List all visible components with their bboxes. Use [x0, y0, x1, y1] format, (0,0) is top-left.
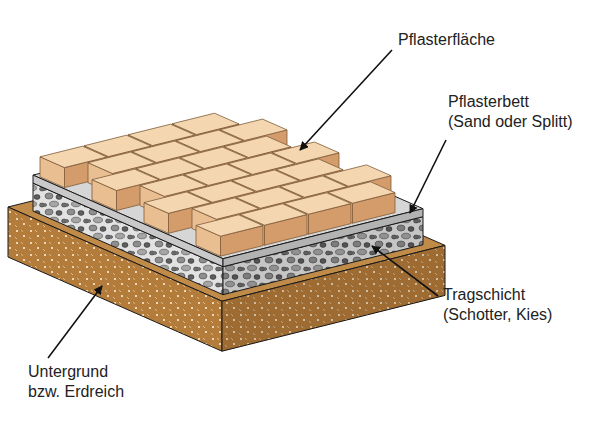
paver-brick: [196, 215, 263, 256]
leader-arrow: [48, 286, 102, 358]
layer-group: [8, 125, 445, 351]
layer-label: Tragschicht (Schotter, Kies): [443, 285, 554, 325]
leader-arrow: [372, 246, 438, 296]
leader-arrow: [300, 50, 392, 150]
paver-group: [40, 113, 395, 256]
leader-arrow: [410, 140, 446, 213]
layer-label: Untergrund bzw. Erdreich: [28, 362, 126, 402]
layer-label: Pflasterbett (Sand oder Splitt): [448, 92, 574, 132]
paver-face: [196, 215, 263, 236]
bedding-face: [33, 125, 423, 259]
bedding-face: [33, 175, 223, 267]
layer-label: Pflasterfläche: [398, 30, 497, 50]
